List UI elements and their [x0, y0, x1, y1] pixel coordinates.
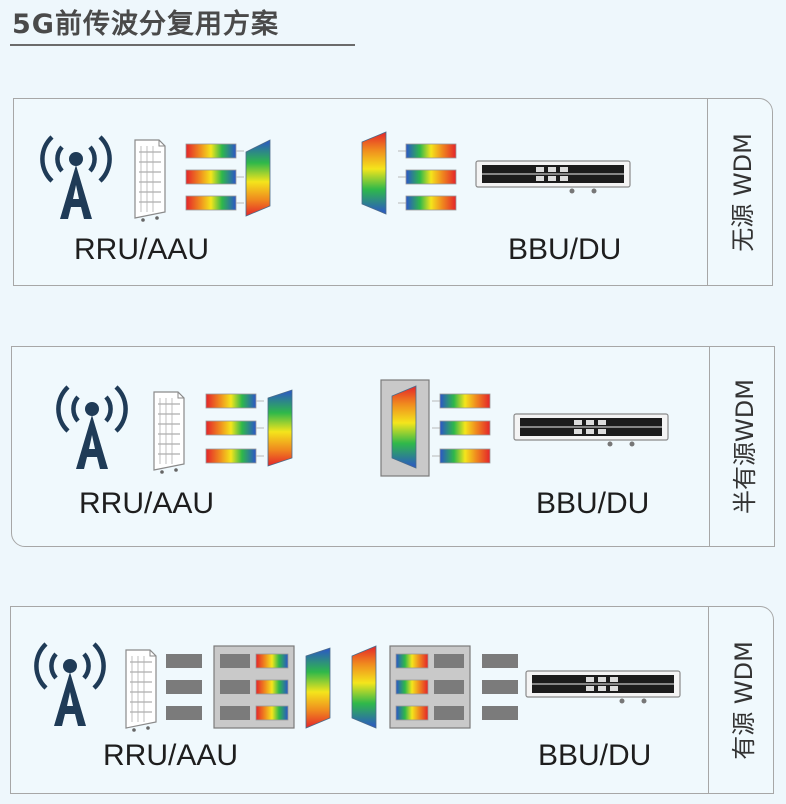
active-wdm-diagram — [36, 644, 681, 733]
rru-aau-unit-icon — [153, 391, 185, 475]
bbu-du-label: BBU/DU — [508, 233, 622, 266]
color-optical-module-icon — [185, 169, 245, 185]
grey-optical-module-icon — [482, 706, 518, 720]
bbu-du-chassis-icon — [475, 160, 631, 195]
wdm-mux-icon — [267, 389, 293, 467]
rru-aau-unit-icon — [125, 649, 157, 733]
color-optical-module-icon — [431, 448, 491, 464]
wdm-mux-icon — [305, 647, 331, 729]
grey-optical-module-icon — [434, 680, 464, 694]
color-optical-module-icon — [395, 705, 429, 721]
color-optical-module-icon — [205, 448, 265, 464]
bbu-du-chassis-icon — [513, 413, 669, 448]
color-optical-module-icon — [395, 679, 429, 695]
color-optical-module-icon — [397, 143, 457, 159]
grey-optical-module-icon — [482, 654, 518, 668]
bbu-du-label: BBU/DU — [536, 487, 650, 520]
grey-optical-module-icon — [220, 706, 250, 720]
wdm-demux-icon — [361, 131, 387, 215]
color-optical-module-icon — [255, 705, 289, 721]
radio-tower-icon — [36, 644, 103, 726]
color-optical-module-icon — [255, 653, 289, 669]
color-optical-module-icon — [185, 195, 245, 211]
grey-optical-module-icon — [166, 706, 202, 720]
panel-side-label: 无源 WDM — [707, 99, 772, 285]
title-underline — [10, 44, 355, 46]
grey-optical-module-icon — [434, 706, 464, 720]
grey-optical-module-icon — [220, 654, 250, 668]
radio-tower-icon — [58, 387, 125, 469]
color-optical-module-icon — [397, 169, 457, 185]
grey-optical-module-icon — [434, 654, 464, 668]
rru-aau-label: RRU/AAU — [103, 739, 239, 772]
panel-side-label: 半有源WDM — [709, 347, 774, 546]
wdm-mux-icon — [245, 139, 271, 217]
color-optical-module-icon — [255, 679, 289, 695]
passive-wdm-diagram — [42, 131, 631, 223]
color-optical-module-icon — [397, 195, 457, 211]
color-optical-module-icon — [431, 420, 491, 436]
page-title: 5G前传波分复用方案 — [12, 9, 279, 40]
color-optical-module-icon — [205, 420, 265, 436]
radio-tower-icon — [42, 137, 109, 219]
semi-active-wdm-diagram — [58, 379, 669, 477]
bbu-du-label: BBU/DU — [538, 739, 652, 772]
color-optical-module-icon — [185, 143, 245, 159]
color-optical-module-icon — [395, 653, 429, 669]
rru-aau-label: RRU/AAU — [79, 487, 215, 520]
color-optical-module-icon — [431, 393, 491, 409]
grey-optical-module-icon — [166, 654, 202, 668]
panel-side-label: 有源 WDM — [708, 607, 773, 793]
grey-optical-module-icon — [220, 680, 250, 694]
color-optical-module-icon — [205, 393, 265, 409]
wdm-demux-icon — [391, 385, 417, 469]
grey-optical-module-icon — [166, 680, 202, 694]
grey-optical-module-icon — [482, 680, 518, 694]
rru-aau-unit-icon — [134, 139, 166, 223]
wdm-demux-icon — [351, 645, 377, 729]
bbu-du-chassis-icon — [525, 670, 681, 705]
rru-aau-label: RRU/AAU — [74, 233, 210, 266]
